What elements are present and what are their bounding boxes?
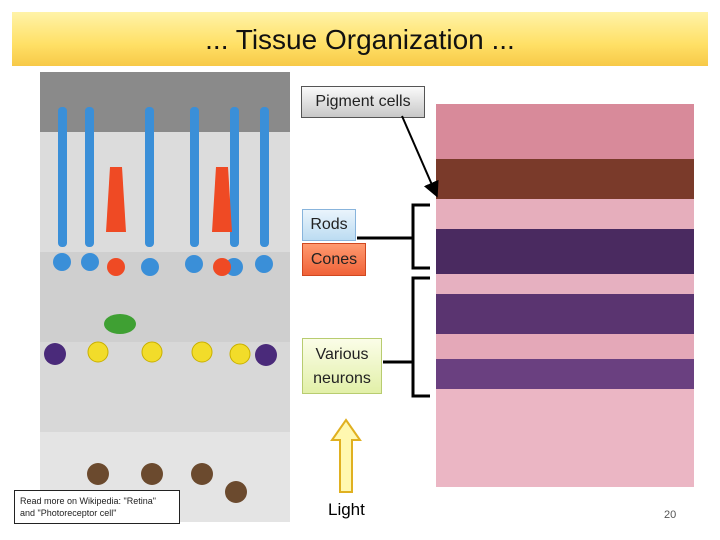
slide-title: ... Tissue Organization ... [205,24,515,55]
horizontal-cell [104,314,136,334]
light-label: Light [328,500,365,519]
various-neurons-line1: Various [315,346,369,363]
bipolar-cells [87,341,251,365]
pigment-cells-label: Pigment cells [301,86,425,118]
footnote-line1: Read more on Wikipedia: "Retina" [20,496,156,506]
cone-cells [106,167,232,276]
footnote-line2: and "Photoreceptor cell" [20,508,117,518]
light-arrow [330,418,362,493]
pigment-layer [40,72,290,132]
footnote-box: Read more on Wikipedia: "Retina" and "Ph… [14,490,180,524]
retina-histology-image [436,104,694,487]
rod-cells [53,107,273,276]
photoreceptor-bracket [357,203,430,270]
various-neurons-line2: neurons [313,370,371,387]
neurons-bracket [383,276,430,398]
cones-label: Cones [302,243,366,276]
various-neurons-label: Various neurons [302,338,382,394]
amacrine-cells [44,343,277,366]
pigment-pointer-arrow [401,115,439,198]
ganglion-cells [87,463,247,503]
rods-label: Rods [302,209,356,241]
title-bar: ... Tissue Organization ... [12,12,708,66]
slide-number: 20 [664,509,677,521]
